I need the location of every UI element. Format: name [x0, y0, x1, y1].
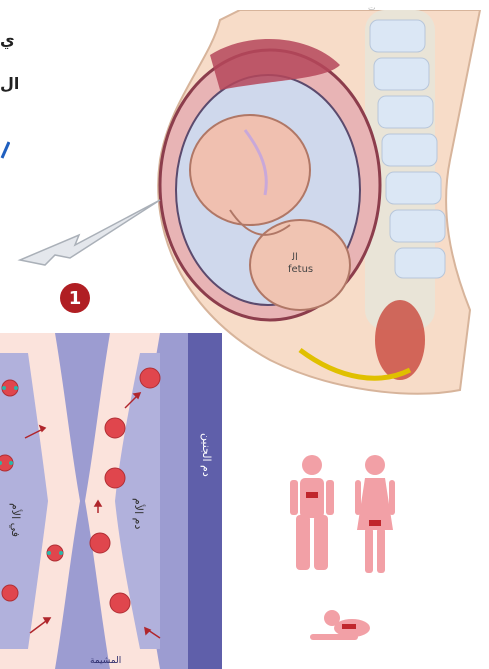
- baby-figure-icon: [310, 610, 370, 640]
- snippet-line-2: ال: [0, 62, 30, 106]
- bottom-label: المشيمة: [90, 656, 121, 666]
- side-label: دم الجنين: [200, 433, 213, 477]
- human-figures-illustration: [270, 440, 430, 660]
- snippet-line-1: ي: [0, 18, 30, 62]
- callout-arrow-icon: [15, 195, 165, 280]
- step-number-badge: 1: [60, 283, 90, 313]
- blood-exchange-diagram: في الأم دم الأم دم الجنين المشيمة: [0, 333, 222, 669]
- fetus-label-line1: ﺍﻟ: [291, 252, 298, 263]
- blue-mark-icon: [0, 140, 10, 160]
- fetus-label-line2: fetus: [288, 264, 313, 275]
- male-figure-icon: [290, 455, 334, 570]
- side-bar: [188, 333, 222, 669]
- center-vessel-label: دم الأم: [132, 498, 146, 529]
- female-figure-icon: [355, 455, 395, 573]
- left-vessel-label: في الأم: [9, 503, 23, 537]
- arabic-text-snippet: ي ال: [0, 18, 30, 106]
